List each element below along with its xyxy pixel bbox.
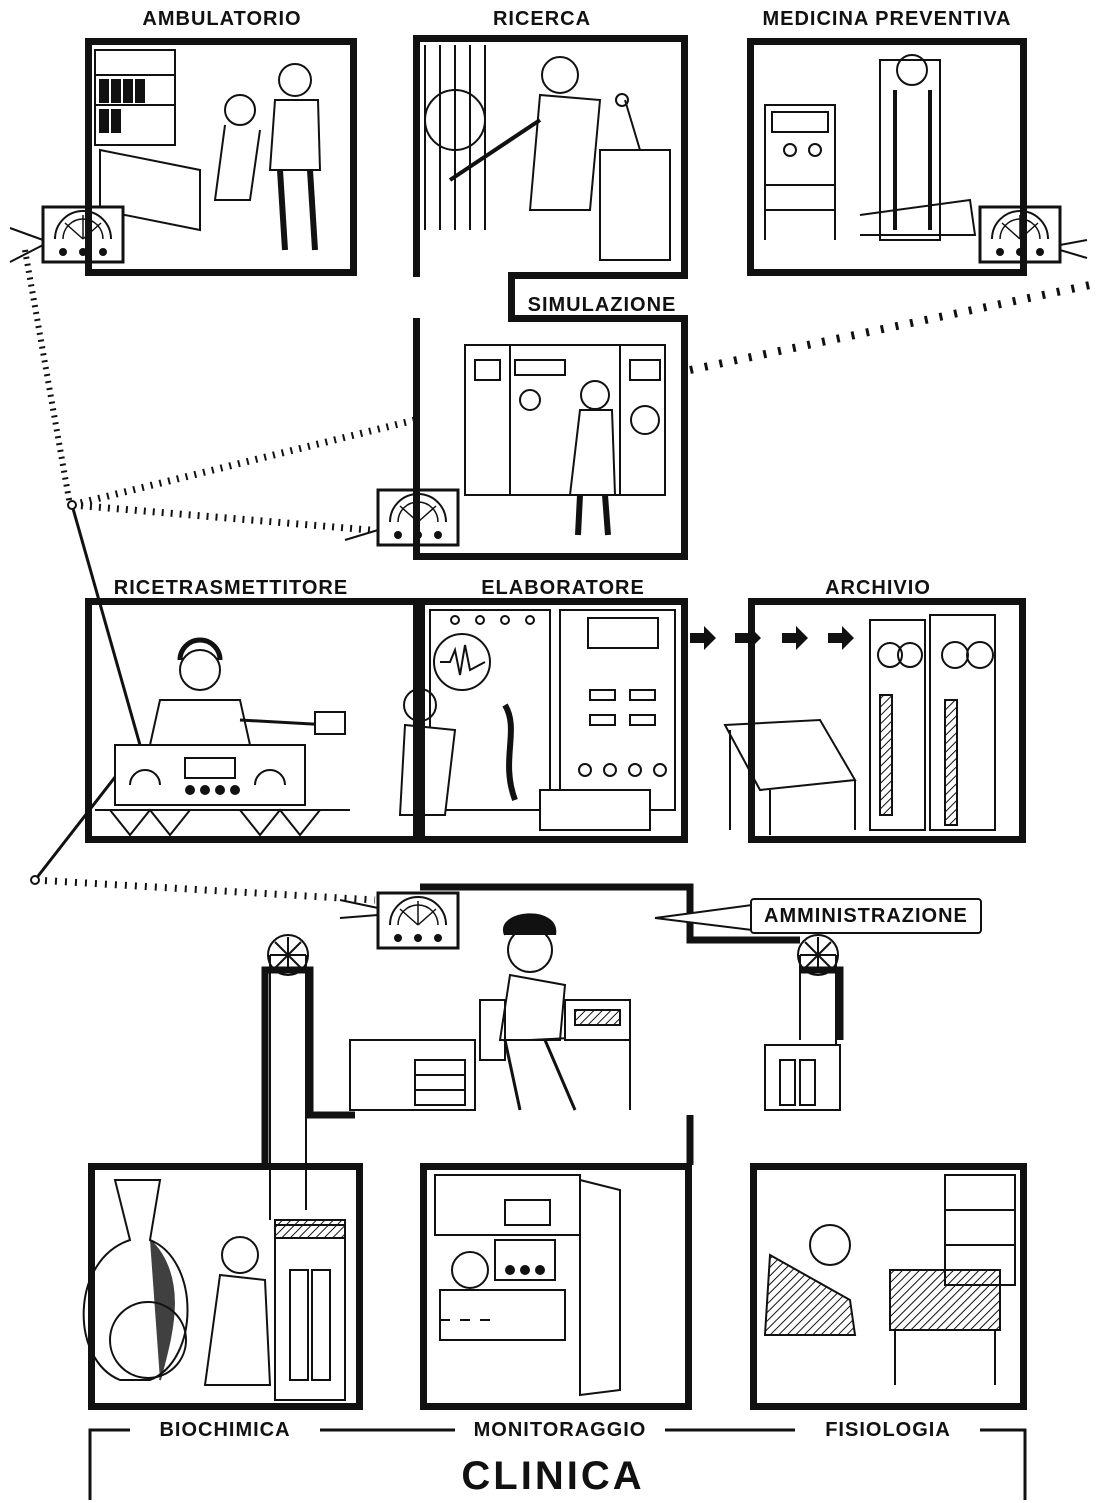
radio-unit-icon bbox=[378, 893, 458, 948]
label-fisiologia: FISIOLOGIA bbox=[819, 1420, 957, 1440]
label-medicina-preventiva: MEDICINA PREVENTIVA bbox=[762, 9, 1011, 29]
pulley-icon bbox=[268, 935, 308, 975]
room-biochimica bbox=[88, 1163, 363, 1410]
room-elaboratore bbox=[418, 598, 688, 843]
room-ricetrasmettitore bbox=[85, 598, 420, 843]
room-monitoraggio bbox=[420, 1163, 692, 1410]
amministrazione-pointer bbox=[655, 905, 752, 930]
room-archivio bbox=[748, 598, 1026, 843]
label-amministrazione: AMMINISTRAZIONE bbox=[750, 898, 982, 934]
room-ricerca bbox=[413, 35, 688, 277]
label-monitoraggio: MONITORAGGIO bbox=[468, 1420, 653, 1440]
label-ambulatorio: AMBULATORIO bbox=[142, 9, 301, 29]
arrow-icon bbox=[690, 626, 716, 650]
label-clinica: CLINICA bbox=[461, 1456, 644, 1496]
room-fisiologia bbox=[750, 1163, 1027, 1410]
room-ambulatorio bbox=[85, 38, 357, 276]
label-archivio: ARCHIVIO bbox=[821, 578, 935, 598]
label-ricetrasmettitore: RICETRASMETTITORE bbox=[110, 578, 352, 598]
room-medicina-preventiva bbox=[747, 38, 1027, 276]
pulley-icon bbox=[798, 935, 838, 975]
label-ricerca: RICERCA bbox=[493, 9, 591, 29]
label-simulazione: SIMULAZIONE bbox=[528, 295, 677, 315]
room-simulazione bbox=[413, 318, 688, 560]
label-biochimica: BIOCHIMICA bbox=[153, 1420, 296, 1440]
label-elaboratore: ELABORATORE bbox=[477, 578, 649, 598]
